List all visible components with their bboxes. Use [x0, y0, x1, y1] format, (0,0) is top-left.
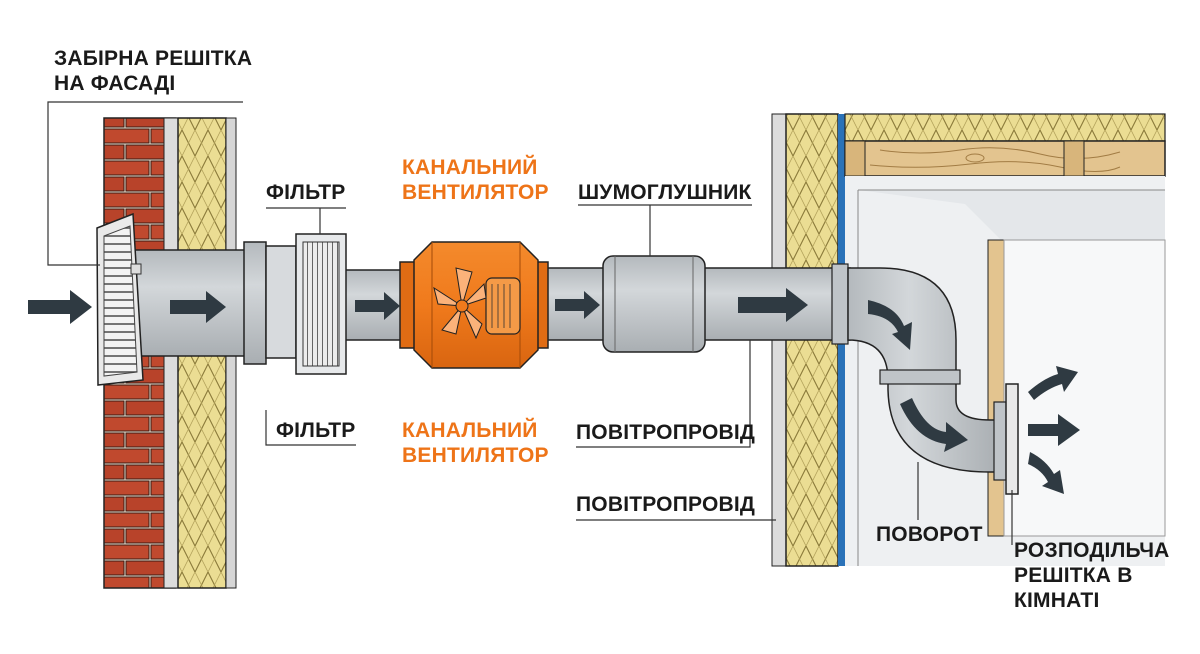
intake-grille-label: ЗАБІРНА РЕШІТКА НА ФАСАДІ	[54, 47, 253, 95]
silencer	[602, 255, 706, 353]
duct-label-2: ПОВІТРОПРОВІД	[576, 493, 756, 516]
filter	[265, 233, 347, 375]
intake-grille	[96, 212, 144, 386]
duct-fan	[399, 241, 549, 369]
leader-lines	[47, 101, 1013, 545]
fan-label-top: КАНАЛЬНИЙ ВЕНТИЛЯТОР	[402, 156, 549, 204]
filter-label-bottom: ФІЛЬТР	[276, 419, 356, 442]
room-grille	[1005, 383, 1019, 495]
filter-label-top: ФІЛЬТР	[266, 181, 346, 204]
room-grille-label: РОЗПОДІЛЬЧА РЕШІТКА В КІМНАТІ	[1014, 539, 1170, 612]
duct-label-1: ПОВІТРОПРОВІД	[576, 421, 756, 444]
airflow-arrow-icon	[28, 288, 1080, 494]
bend-label: ПОВОРОТ	[876, 523, 983, 546]
silencer-label: ШУМОГЛУШНИК	[578, 181, 752, 204]
timber-beam	[844, 140, 1166, 177]
fan-label-bottom: КАНАЛЬНИЙ ВЕНТИЛЯТОР	[402, 419, 549, 467]
